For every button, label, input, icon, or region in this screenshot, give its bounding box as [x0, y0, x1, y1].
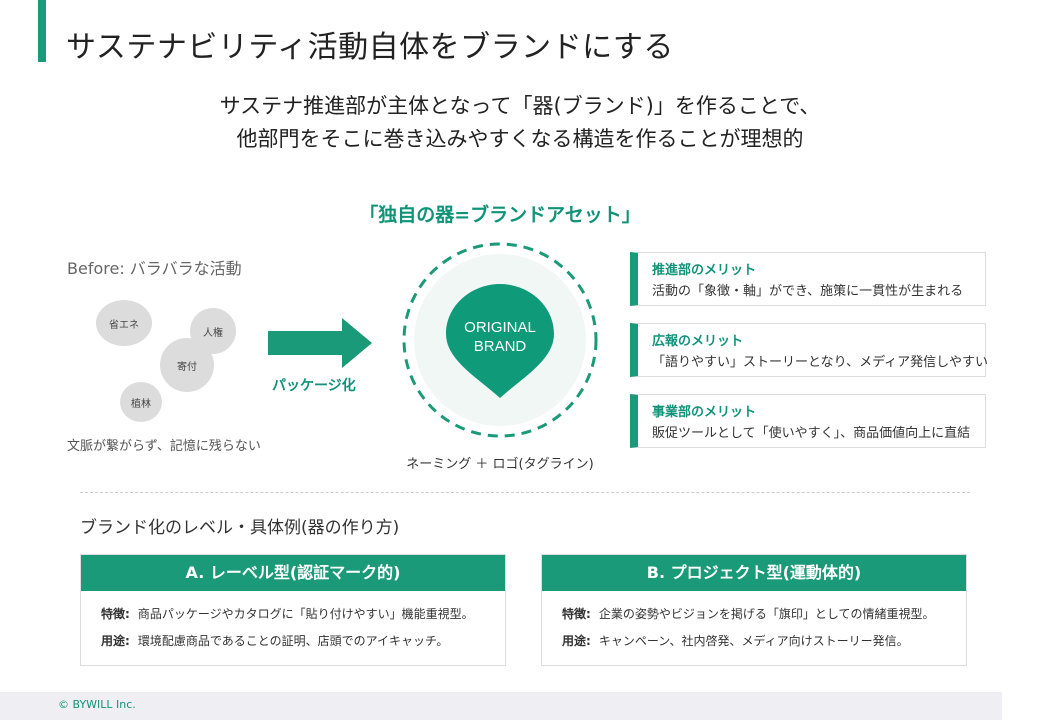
feature-label: 特徴: [101, 607, 130, 621]
merit-box-business: 事業部のメリット 販促ツールとして「使いやすく」、商品価値向上に直結 [630, 394, 986, 448]
card-feature-row: 特徴: 企業の姿勢やビジョンを掲げる「旗印」としての情緒重視型。 [542, 605, 966, 622]
feature-text: 企業の姿勢やビジョンを掲げる「旗印」としての情緒重視型。 [598, 607, 935, 621]
card-feature-row: 特徴: 商品パッケージやカタログに「貼り付けやすい」機能重視型。 [81, 605, 505, 622]
merit-desc: 「語りやすい」ストーリーとなり、メディア発信しやすい [652, 355, 989, 370]
merit-desc: 販促ツールとして「使いやすく」、商品価値向上に直結 [652, 426, 971, 441]
before-note: 文脈が繋がらず、記憶に残らない [67, 439, 261, 454]
copyright-text: © BYWILL Inc. [58, 698, 136, 711]
levels-title: ブランド化のレベル・具体例(器の作り方) [80, 518, 400, 538]
brand-ring-diagram: ORIGINAL BRAND [402, 242, 598, 438]
feature-label: 特徴: [562, 607, 591, 621]
merit-title: 事業部のメリット [652, 405, 757, 420]
card-use-row: 用途: 環境配慮商品であることの証明、店頭でのアイキャッチ。 [81, 632, 505, 649]
use-text: キャンペーン、社内啓発、メディア向けストーリー発信。 [598, 634, 909, 648]
merit-box-promotion: 推進部のメリット 活動の「象徴・軸」ができ、施策に一貫性が生まれる [630, 252, 986, 306]
card-header: B. プロジェクト型(運動体的) [542, 555, 966, 591]
section-divider [80, 492, 970, 493]
activity-circle-donation: 寄付 [160, 338, 214, 392]
naming-caption: ネーミング ＋ ロゴ(タグライン) [406, 457, 594, 472]
use-text: 環境配慮商品であることの証明、店頭でのアイキャッチ。 [137, 634, 449, 648]
brand-text-line2: BRAND [474, 338, 527, 355]
right-arrow-icon [268, 318, 372, 368]
merit-title: 広報のメリット [652, 334, 744, 349]
package-label: パッケージ化 [272, 378, 356, 394]
title-accent-bar [38, 0, 46, 62]
feature-text: 商品パッケージやカタログに「貼り付けやすい」機能重視型。 [137, 607, 474, 621]
brand-text-line1: ORIGINAL [464, 319, 536, 336]
merit-title: 推進部のメリット [652, 263, 757, 278]
use-label: 用途: [101, 634, 130, 648]
page-title: サステナビリティ活動自体をブランドにする [66, 30, 674, 65]
use-label: 用途: [562, 634, 591, 648]
merit-box-pr: 広報のメリット 「語りやすい」ストーリーとなり、メディア発信しやすい [630, 323, 989, 377]
brand-drop-shape [446, 284, 554, 398]
lead-text-line2: 他部門をそこに巻き込みやすくなる構造を作ることが理想的 [236, 127, 804, 151]
footer-bar [0, 692, 1002, 720]
merit-desc: 活動の「象徴・軸」ができ、施策に一貫性が生まれる [652, 284, 964, 299]
level-card-label-type: A. レーベル型(認証マーク的) 特徴: 商品パッケージやカタログに「貼り付けやす… [80, 554, 506, 666]
brand-asset-title: 「独自の器=ブランドアセット」 [359, 204, 641, 226]
dashed-ring [402, 242, 598, 438]
before-title: Before: バラバラな活動 [67, 259, 242, 278]
lead-text-line1: サステナ推進部が主体となって「器(ブランド)」を作ることで、 [219, 94, 821, 118]
activity-circle-planting: 植林 [120, 382, 162, 422]
card-use-row: 用途: キャンペーン、社内啓発、メディア向けストーリー発信。 [542, 632, 966, 649]
activity-circle-energy: 省エネ [96, 300, 152, 346]
card-header: A. レーベル型(認証マーク的) [81, 555, 505, 591]
level-card-project-type: B. プロジェクト型(運動体的) 特徴: 企業の姿勢やビジョンを掲げる「旗印」とし… [541, 554, 967, 666]
